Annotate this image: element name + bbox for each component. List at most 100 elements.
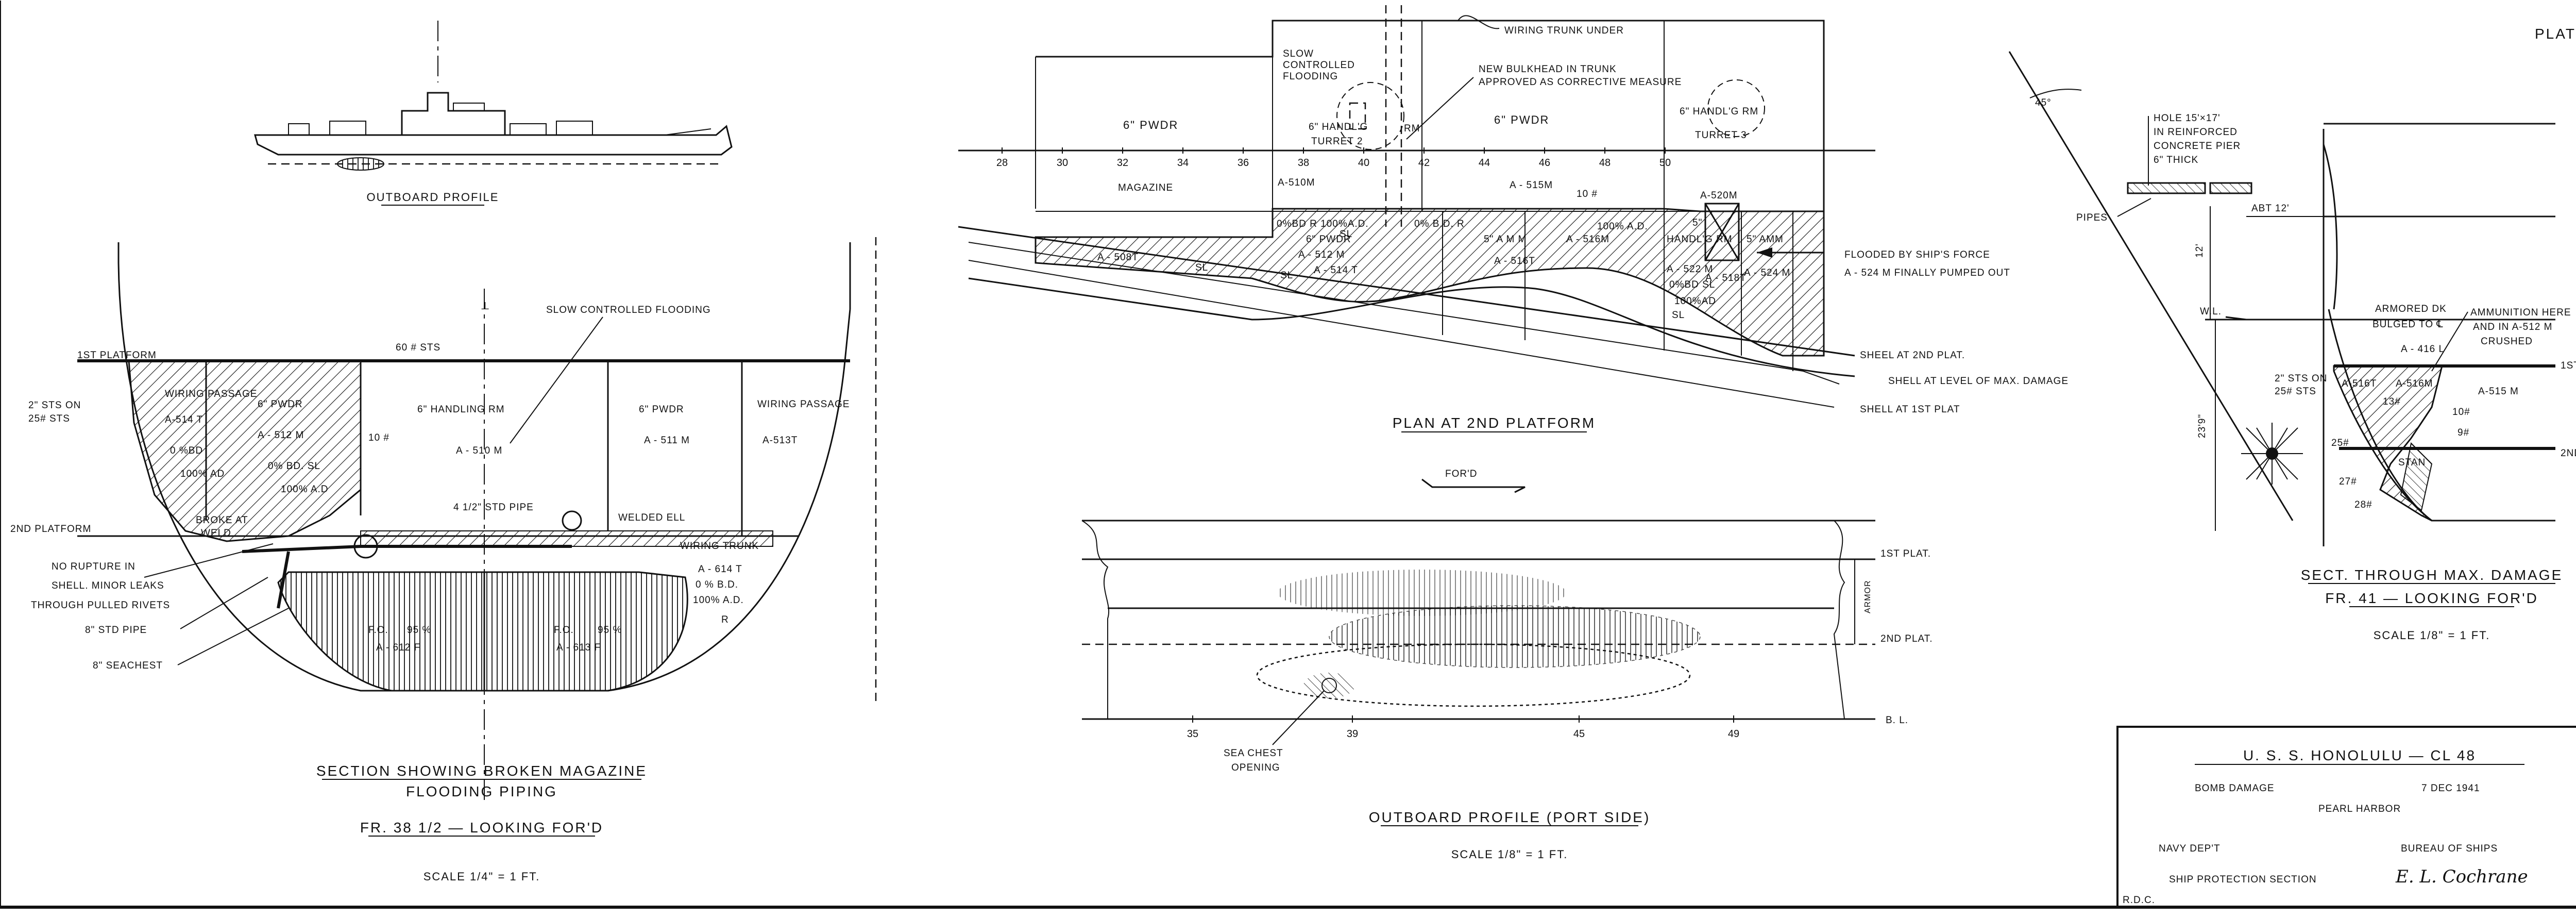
plan-sl2-label: SL (1280, 270, 1293, 281)
wiring-trunk-under-label: WIRING TRUNK UNDER (1504, 25, 1624, 36)
slow-controlled-label-b: CONTROLLED (1283, 60, 1355, 71)
section-subtitle: FR. 38 1/2 — LOOKING FOR'D (360, 820, 603, 836)
broke-at-weld-label-b: WELD (201, 528, 231, 539)
port-second-plat-label: 2ND PLAT. (1880, 633, 1933, 644)
max-second-plat-label: 2ND PLAT. (2561, 448, 2576, 459)
handling-rm-label: 6" HANDLING RM (417, 404, 505, 415)
sts-60-label: 60 # STS (396, 342, 440, 353)
pwdr-6-plan-label: 6" PWDR (1123, 119, 1178, 131)
max-damage-title: SECT. THROUGH MAX. DAMAGE (2301, 567, 2563, 583)
max-sts-on-label-b: 25# STS (2275, 386, 2316, 397)
std-pipe-label: 4 1/2" STD PIPE (453, 502, 534, 513)
magazine-label: MAGAZINE (1118, 182, 1173, 193)
pct-100ad-2-label: 100% A.D (281, 484, 329, 495)
section-fr38-view: ⊥ 1ST PLATFORM 2ND PLATFORM 60 # STS SLO… (10, 242, 851, 883)
plan-a510m-label: A-510M (1278, 177, 1315, 188)
handlg-turret-label-b: TURRET 2 (1311, 136, 1363, 147)
slow-controlled-label-a: SLOW (1283, 48, 1314, 59)
sts-on-label-a: 2" STS ON (28, 400, 81, 411)
a613f-label: A - 613 F (556, 642, 601, 653)
abt-label: ABT 12' (2251, 203, 2290, 214)
plan-pct-100ad-label: 100%AD (1674, 296, 1716, 307)
seachest-8-label: 8" SEACHEST (93, 660, 163, 671)
frame-number-38: 38 (1298, 157, 1309, 169)
fo-right-pct-label: 95 % (598, 625, 622, 636)
a612f-label: A - 612 F (376, 642, 420, 653)
port-profile-view: FOR'D ARMOR 1ST PLAT. 2ND PLAT. B. L. 35… (1081, 469, 1933, 861)
plan-pct-0bd-sl-label: 0%BD SL (1669, 279, 1715, 290)
port-first-plat-label: 1ST PLAT. (1880, 548, 1931, 559)
pct-block-3-label: 100% A.D. (1597, 221, 1648, 232)
pct-block-1-label: 0%BD R 100%A.D. (1277, 219, 1369, 229)
pct-0bd-sl-label: 0% BD. SL (268, 461, 320, 472)
armor-label: ARMOR (1863, 580, 1872, 613)
frame-number-34: 34 (1177, 157, 1189, 169)
max-a515m-label: A-515 M (2478, 386, 2519, 397)
plan-a518t-label: A - 518T (1705, 273, 1747, 283)
sea-chest-label-b: OPENING (1231, 762, 1280, 773)
wiring-passage-right-label: WIRING PASSAGE (757, 399, 850, 410)
hole-label-c: CONCRETE PIER (2154, 141, 2241, 152)
explosion-burst-icon (2241, 423, 2303, 485)
no-rupture-label-c: THROUGH PULLED RIVETS (31, 600, 170, 611)
pipes-label: PIPES (2076, 212, 2108, 223)
n9-label: 9# (2458, 427, 2469, 438)
fo-right-label: F.O. (554, 625, 574, 636)
armored-dk-label-a: ARMORED DK (2375, 304, 2447, 314)
hole-label-b: IN REINFORCED (2154, 127, 2238, 138)
max-damage-section-view: 45° HOLE 15'×17' IN REINFORCED CONCRET (2008, 51, 2576, 642)
no-rupture-label-b: SHELL. MINOR LEAKS (52, 580, 164, 591)
title-date: 7 DEC 1941 (2421, 783, 2480, 794)
slow-flooding-label: SLOW CONTROLLED FLOODING (546, 305, 711, 315)
plan-a515m-label: A - 515M (1510, 180, 1553, 191)
plan-title: PLAN AT 2ND PLATFORM (1393, 415, 1596, 431)
r-label: R (721, 614, 729, 625)
twentythree-label: 23'9" (2197, 414, 2208, 438)
wiring-trunk-label: WIRING TRUNK (680, 541, 759, 552)
plan-a512m-label: A - 512 M (1298, 249, 1345, 260)
magazine-hatched-area (128, 360, 362, 542)
frame-number-28: 28 (996, 157, 1008, 169)
ten-label: 10 # (368, 432, 389, 443)
frame-number-36: 36 (1238, 157, 1249, 169)
outboard-profile-title: OUTBOARD PROFILE (367, 191, 499, 204)
pct-100ad-3-label: 100% A.D. (693, 595, 744, 606)
pwdr-6b-plan-label: 6" PWDR (1494, 113, 1549, 126)
frame-number-46: 46 (1539, 157, 1550, 169)
plan-a522m-label: A - 522 M (1667, 264, 1713, 275)
title-block: U. S. S. HONOLULU — CL 48 BOMB DAMAGE 7 … (2116, 726, 2576, 908)
second-platform-label: 2ND PLATFORM (10, 524, 91, 535)
new-bulkhead-label-a: NEW BULKHEAD IN TRUNK (1479, 64, 1617, 75)
section-title-line1: SECTION SHOWING BROKEN MAGAZINE (316, 763, 647, 779)
wl-label: W.L. (2200, 306, 2222, 317)
a511m-label: A - 511 M (644, 435, 690, 446)
broke-at-weld-label-a: BROKE AT (196, 515, 248, 526)
port-profile-title: OUTBOARD PROFILE (PORT SIDE) (1369, 809, 1651, 825)
title-bureau: BUREAU OF SHIPS (2401, 843, 2498, 854)
pct-block-2-label: 0% B.D. R (1414, 219, 1465, 229)
handlg-rm-label-b: TURRET 3 (1695, 130, 1747, 141)
ship-profile-drawing (254, 21, 733, 171)
ammo-label-b: AND IN A-512 M (2473, 322, 2552, 332)
plan-a520m-label: A-520M (1700, 190, 1738, 201)
shell-max-label: SHELL AT LEVEL OF MAX. DAMAGE (1888, 376, 2069, 387)
welded-ell-label: WELDED ELL (618, 512, 685, 523)
handlg-rm5-label-b: HANDL'G RM (1667, 234, 1733, 245)
port-frame-number-39: 39 (1347, 728, 1358, 740)
pct-0bd-3-label: 0 % B.D. (696, 579, 738, 590)
max-a516m-label: A-516M (2396, 378, 2433, 389)
handlg-turret-label-a: 6" HANDL'G (1309, 122, 1368, 132)
n13-label: 13# (2383, 396, 2401, 407)
title-ship: U. S. S. HONOLULU — CL 48 (2243, 747, 2476, 763)
plan-sl4-label: SL (1672, 310, 1685, 321)
port-frame-number-35: 35 (1187, 728, 1198, 740)
pwdr-6c-label: 6" PWDR (1306, 234, 1351, 245)
hole-label-d: 6" THICK (2154, 155, 2198, 165)
a513t-label: A-513T (762, 435, 798, 446)
outboard-profile-view: OUTBOARD PROFILE (254, 21, 733, 206)
shell-1st-label: SHELL AT 1ST PLAT (1860, 404, 1960, 415)
flooded-label-b: A - 524 M FINALLY PUMPED OUT (1844, 268, 2010, 278)
plan-sl3-label: SL (1340, 229, 1352, 240)
